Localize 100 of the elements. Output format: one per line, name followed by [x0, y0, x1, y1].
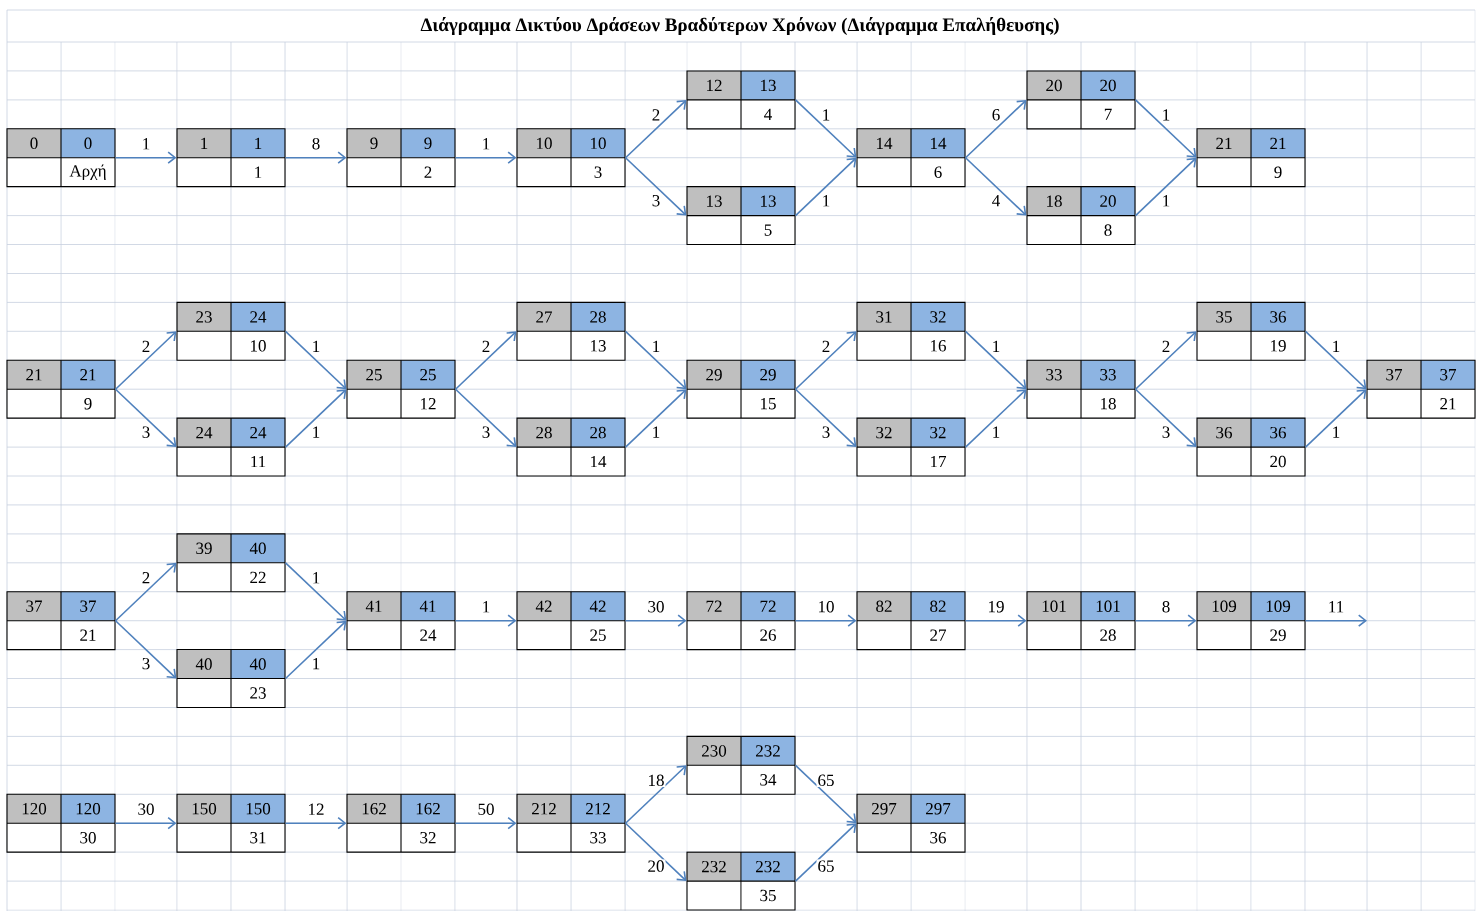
time-value: 18 [1047, 195, 1062, 207]
edge-label: 1 [480, 600, 492, 614]
edge-label: 1 [990, 425, 1002, 439]
time-value: 13 [707, 195, 722, 207]
event-box [176, 533, 286, 593]
time-value: 1 [255, 137, 262, 149]
time-value: 11 [251, 455, 266, 468]
time-value: 39 [196, 542, 212, 555]
time-value: 33 [1100, 369, 1116, 381]
time-value: 21 [26, 369, 42, 381]
edge-label: 11 [1326, 600, 1346, 614]
arrow [1134, 157, 1197, 217]
time-value: 32 [876, 426, 892, 439]
time-value: 27 [930, 629, 946, 641]
event-box [516, 128, 626, 188]
event-box [346, 793, 456, 853]
time-value: 13 [761, 195, 776, 207]
edge-label: 3 [480, 425, 492, 439]
edge-label: 1 [1330, 339, 1342, 353]
time-value: Αρχή [69, 164, 106, 180]
arrow [624, 389, 687, 448]
edge-label: 1 [820, 108, 832, 122]
event-box [176, 649, 286, 709]
title: Διάγραμμα Δικτύου Δράσεων Βραδύτερων Χρόνων (Διάγραμμα Επαλήθευσης) [418, 14, 1062, 38]
edge-label: 2 [650, 108, 662, 122]
time-value: 18 [1101, 397, 1116, 410]
arrow [284, 151, 347, 164]
time-value: 34 [760, 774, 777, 786]
edge-label: 1 [650, 425, 662, 439]
time-value: 12 [421, 398, 436, 410]
time-value: 297 [872, 803, 897, 815]
time-value: 37 [1386, 369, 1403, 381]
time-value: 40 [195, 658, 212, 670]
time-value: 297 [926, 803, 951, 815]
time-value: 31 [250, 832, 266, 844]
time-value: 10 [251, 340, 266, 352]
edge-label: 2 [480, 339, 492, 353]
arrow [794, 157, 857, 217]
edge-label: 8 [1160, 599, 1172, 614]
time-value: 4 [764, 108, 772, 120]
time-value: 37 [26, 600, 42, 612]
arrow [794, 331, 857, 390]
arrow [964, 389, 1027, 448]
time-value: 19 [1271, 340, 1286, 352]
time-value: 28 [536, 426, 552, 439]
edge-label: 3 [650, 194, 662, 208]
time-value: 230 [702, 745, 727, 757]
time-value: 26 [760, 629, 776, 641]
event-box [1196, 417, 1306, 477]
event-box [856, 301, 966, 361]
time-value: 36 [1216, 426, 1232, 439]
event-box [686, 591, 796, 651]
event-box [686, 851, 796, 911]
time-value: 29 [760, 369, 776, 381]
arrow [454, 151, 517, 164]
edge-label: 3 [820, 425, 832, 439]
arrow [1304, 614, 1367, 627]
event-box [856, 417, 966, 477]
arrow [964, 99, 1027, 159]
arrow [794, 614, 857, 627]
event-box [516, 793, 626, 853]
arrow [1304, 389, 1367, 448]
time-value: 33 [1046, 369, 1062, 381]
arrow [624, 330, 687, 390]
arrow [284, 620, 347, 680]
time-value: 25 [590, 629, 606, 641]
time-value: 1 [201, 137, 208, 149]
time-value: 28 [590, 311, 606, 323]
time-value: 232 [702, 860, 726, 873]
arrow [454, 388, 517, 448]
time-value: 23 [250, 687, 266, 699]
arrow [454, 816, 517, 830]
time-value: 41 [365, 600, 382, 612]
event-box [176, 417, 286, 477]
arrow [794, 99, 857, 158]
edge-label: 65 [816, 859, 836, 873]
time-value: 32 [420, 832, 436, 844]
arrow [284, 816, 347, 830]
time-value: 101 [1042, 600, 1066, 612]
time-value: 24 [250, 426, 267, 439]
event-box [346, 591, 456, 651]
event-box [686, 359, 796, 419]
arrow [284, 562, 347, 621]
arrow [114, 151, 177, 164]
time-value: 16 [931, 340, 946, 352]
arrow [1134, 614, 1197, 627]
edge-label: 20 [646, 859, 666, 873]
time-value: 29 [706, 369, 722, 381]
event-box [6, 793, 116, 853]
arrow [1304, 330, 1367, 390]
time-value: 20 [1046, 79, 1062, 92]
arrow [454, 614, 517, 627]
time-value: 72 [760, 600, 776, 612]
arrow [794, 823, 857, 882]
event-box [1026, 359, 1136, 419]
edge-label: 12 [306, 802, 326, 816]
edge-label: 1 [480, 137, 492, 151]
time-value: 21 [80, 369, 96, 381]
time-value: 232 [756, 745, 780, 757]
time-value: 12 [707, 79, 722, 92]
